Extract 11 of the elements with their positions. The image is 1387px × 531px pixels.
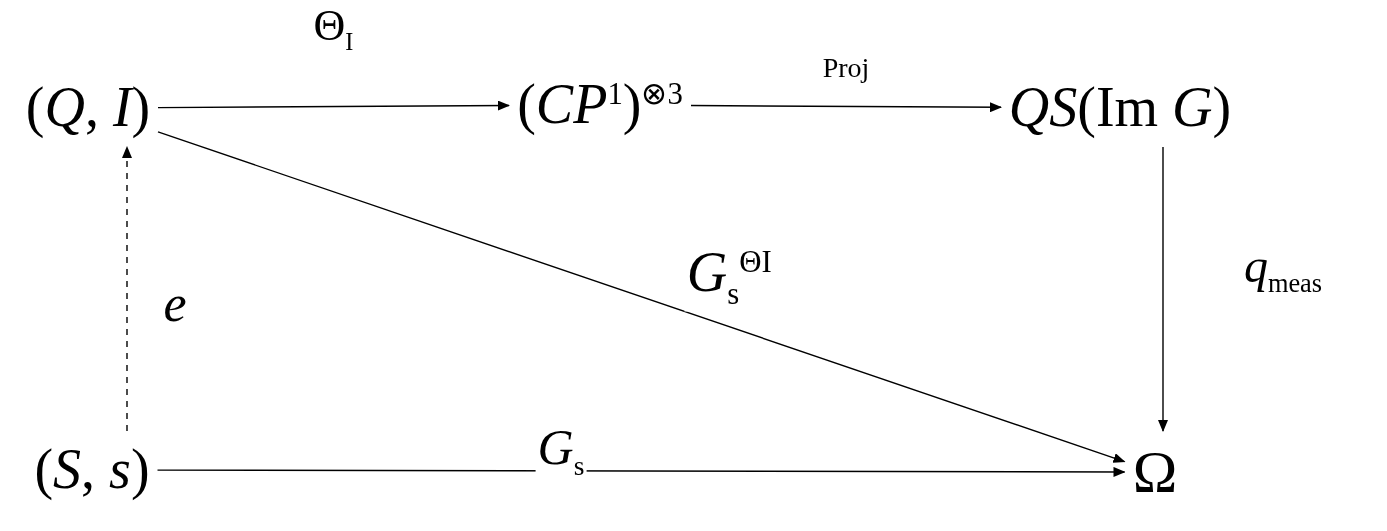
dashed-arrow <box>122 146 132 432</box>
arrow <box>156 466 1126 477</box>
math-expression: (S, s) <box>34 439 150 501</box>
math-expression: (Q, I) <box>25 77 151 139</box>
arrow <box>157 100 510 111</box>
arrow <box>690 102 1002 113</box>
arrow <box>157 131 1126 463</box>
math-expression: (CP$^{1}$)$^{⊗3}$ <box>517 74 683 136</box>
math-expression: QS(Im G) <box>1008 77 1232 139</box>
math-expression: Ω <box>1132 439 1178 505</box>
arrow <box>1158 146 1168 432</box>
